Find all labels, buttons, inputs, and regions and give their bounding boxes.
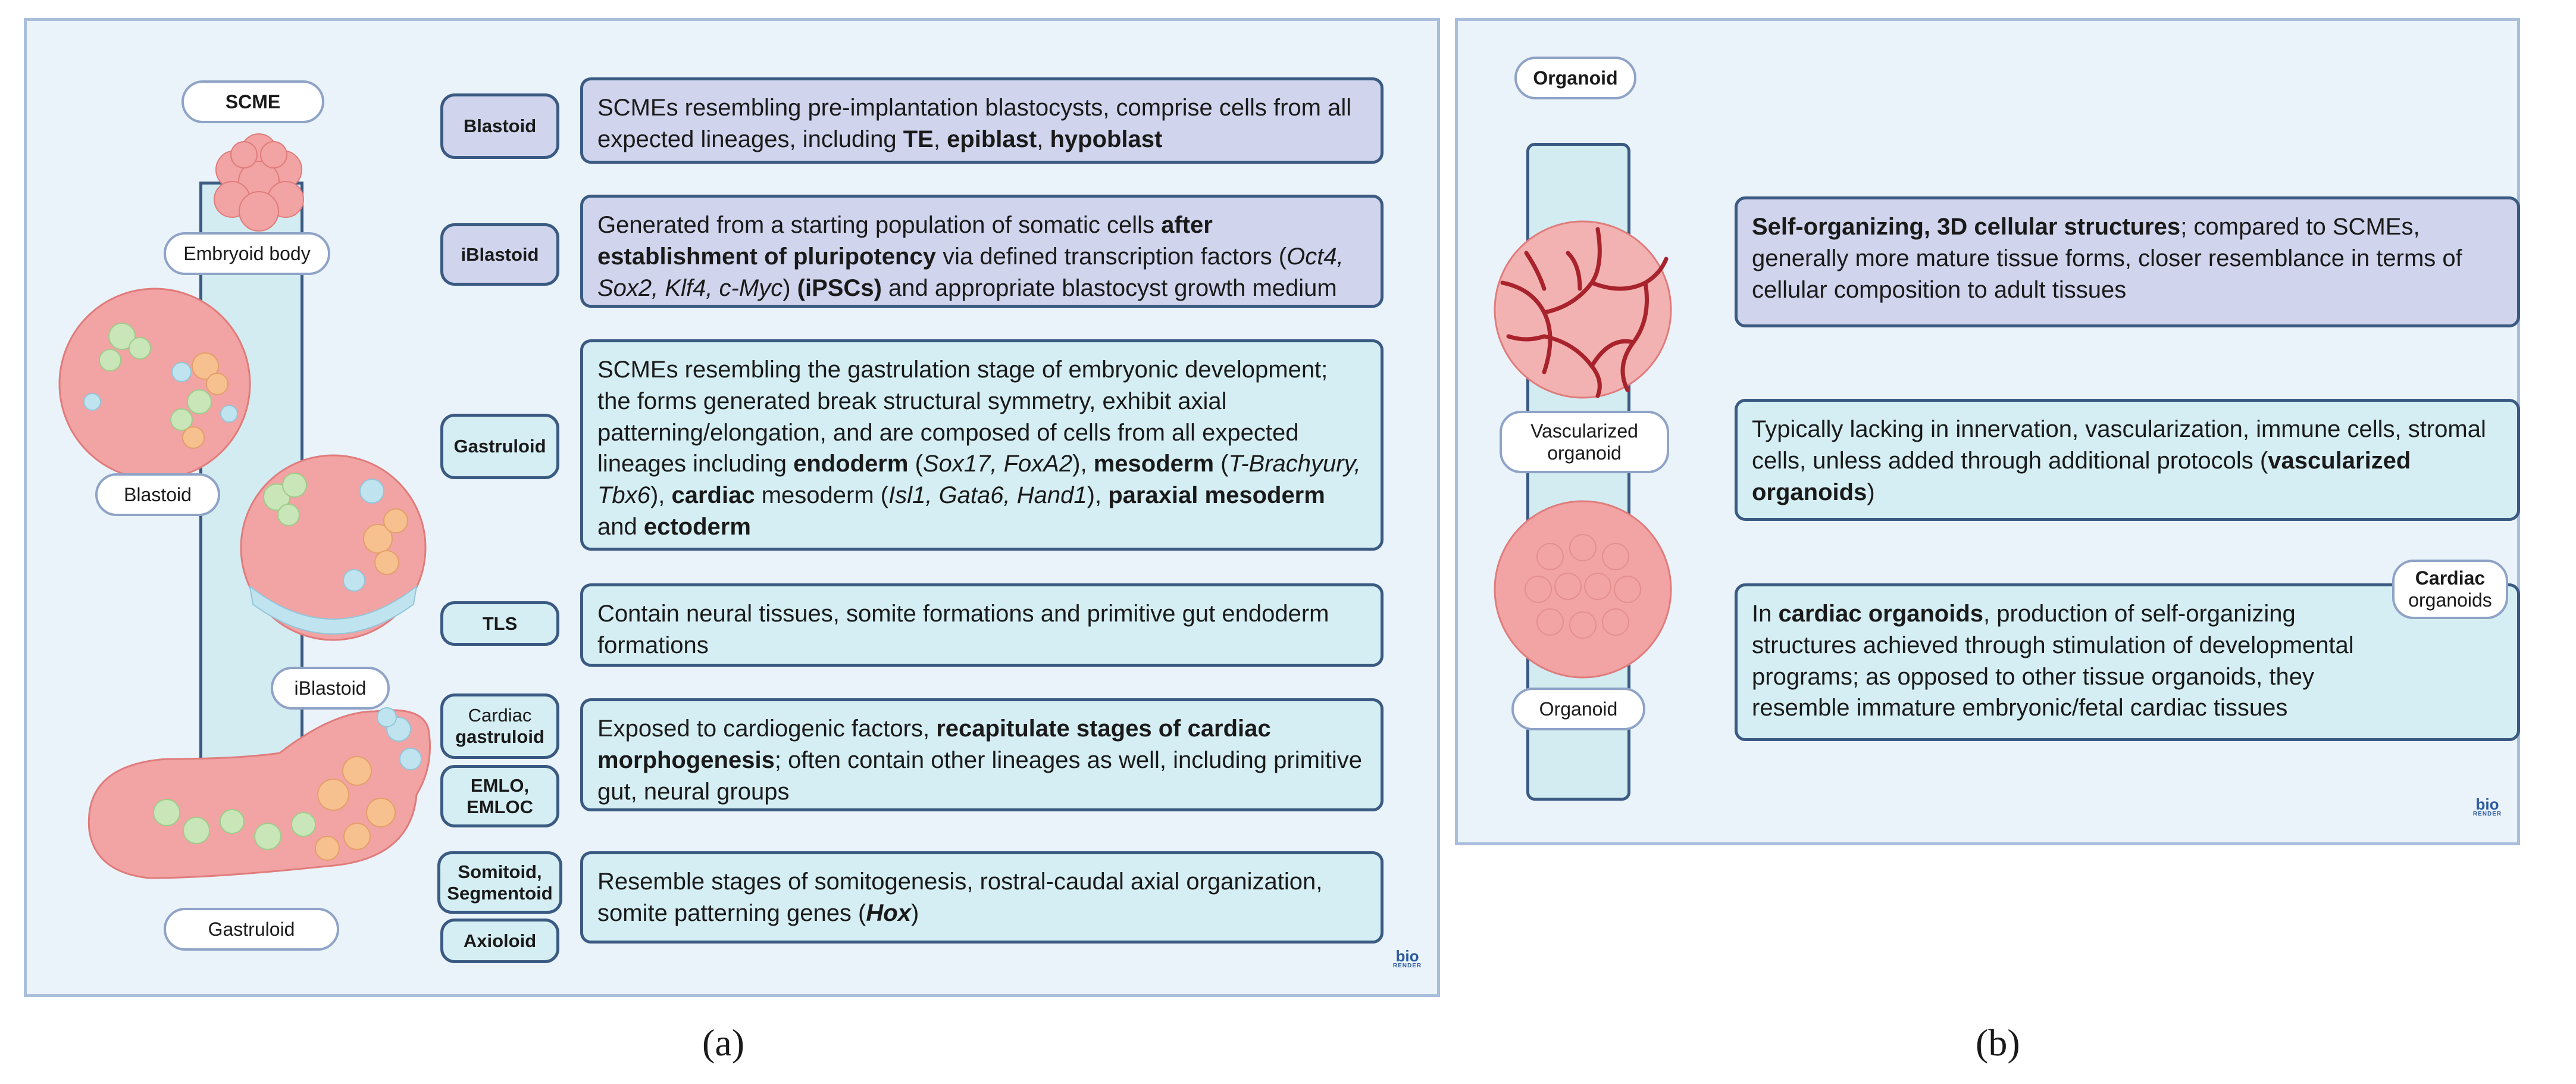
embryoid-body-illustration (214, 133, 304, 232)
desc-cardiac-organoids: In cardiac organoids, production of self… (1735, 583, 2520, 741)
desc-organoid: Self-organizing, 3D cellular structures;… (1735, 196, 2520, 327)
iblastoid-illustration (240, 454, 427, 641)
tag-emlo-line2: EMLOC (467, 796, 533, 817)
gastruloid-label: Gastruloid (164, 908, 339, 951)
desc-vascularized: Typically lacking in innervation, vascul… (1735, 399, 2520, 521)
panel-b: Organoid Vascularized organoid Organoid (1455, 18, 2520, 845)
tag-somitoid-line2: Segmentoid (447, 882, 553, 904)
desc-cardiac: Exposed to cardiogenic factors, recapitu… (580, 698, 1384, 811)
vascularized-organoid-illustration (1494, 220, 1672, 399)
desc-somitoid: Resemble stages of somitogenesis, rostra… (580, 851, 1384, 944)
gastruloid-illustration (87, 707, 431, 879)
tag-iblastoid: iBlastoid (440, 223, 559, 286)
tag-cardiac-gastruloid: Cardiac gastruloid (440, 693, 559, 759)
vascularized-organoid-label: Vascularized organoid (1500, 411, 1669, 473)
panel-a-label: (a) (702, 1021, 745, 1064)
tag-somitoid-line1: Somitoid, (458, 861, 542, 882)
tag-gastruloid: Gastruloid (440, 414, 559, 479)
cardiac-organoids-tag: Cardiac organoids (2392, 560, 2508, 619)
organoid-label: Organoid (1511, 688, 1645, 730)
tag-emlo-line1: EMLO, (470, 774, 530, 796)
desc-blastoid: SCMEs resembling pre-implantation blasto… (580, 77, 1384, 164)
blastoid-illustration (58, 288, 251, 480)
tag-tls: TLS (440, 601, 559, 646)
desc-tls: Contain neural tissues, somite formation… (580, 583, 1384, 667)
panel-a: SCME Embryoid body Blastoid iBlastoid (24, 18, 1440, 997)
desc-gastruloid: SCMEs resembling the gastrulation stage … (580, 339, 1384, 551)
tag-cardiac-main: gastruloid (455, 726, 544, 747)
desc-iblastoid: Generated from a starting population of … (580, 195, 1384, 308)
tag-blastoid: Blastoid (440, 93, 559, 159)
blastoid-label: Blastoid (95, 473, 220, 516)
organoid-header-label: Organoid (1514, 57, 1636, 99)
scme-label: SCME (181, 80, 324, 123)
panel-b-label: (b) (1976, 1021, 2020, 1064)
tag-cardiac-prefix: Cardiac (468, 705, 532, 726)
organoid-illustration (1494, 500, 1672, 679)
embryoid-body-label: Embryoid body (164, 232, 330, 275)
iblastoid-label: iBlastoid (271, 667, 390, 710)
tag-emlo: EMLO, EMLOC (440, 765, 559, 827)
tag-somitoid: Somitoid, Segmentoid (437, 851, 562, 914)
tag-axioloid: Axioloid (440, 919, 559, 963)
